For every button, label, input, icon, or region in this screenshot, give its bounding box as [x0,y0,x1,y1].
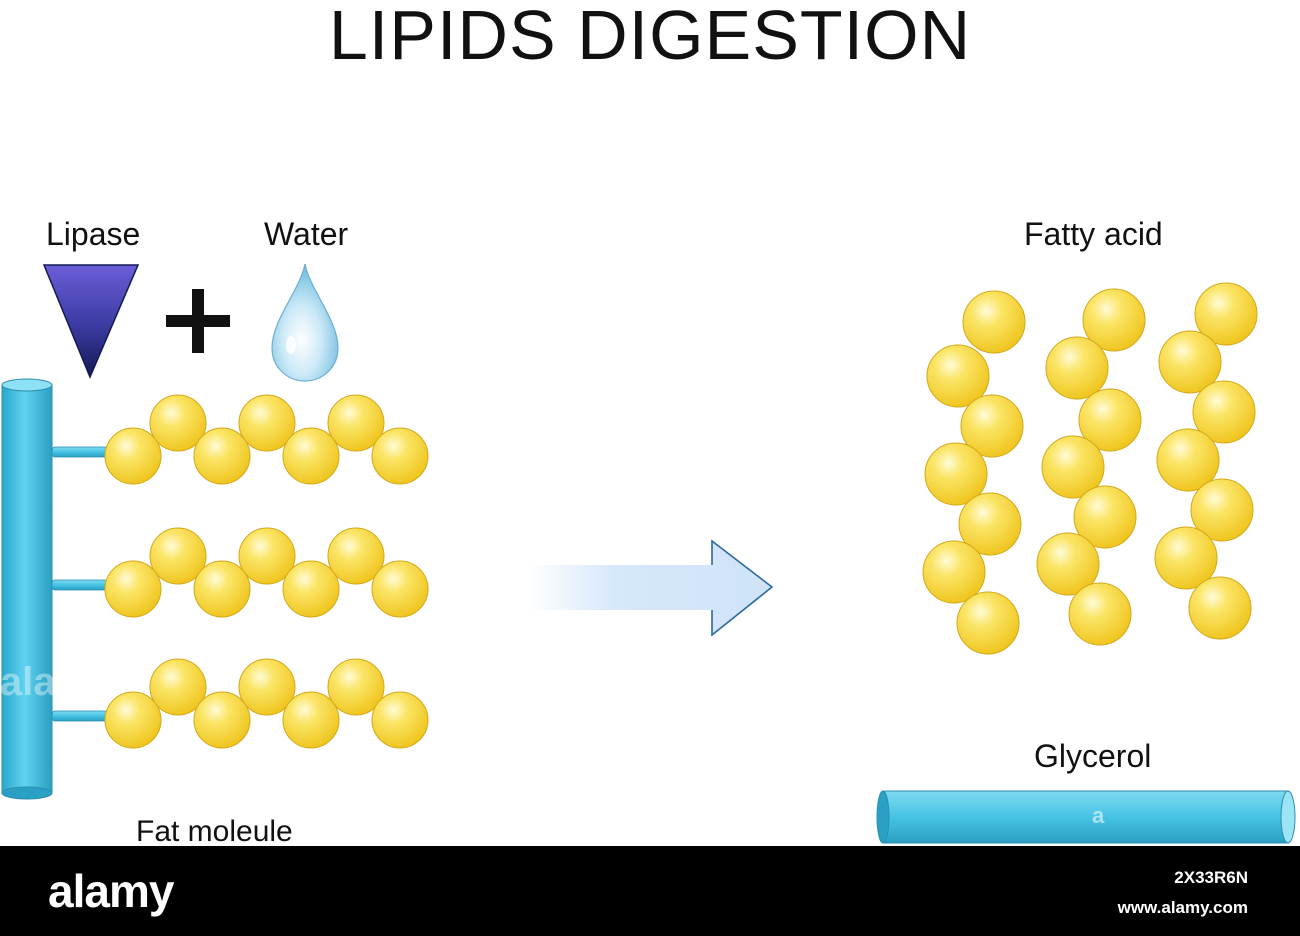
free-fatty-acid-bead [1190,478,1254,542]
image-id: 2X33R6N [1174,868,1248,887]
fat-chain-bead [371,691,429,749]
fat-chain-bead [371,560,429,618]
fat-chain-bead [327,394,385,452]
water-label: Water [264,216,349,252]
free-fatty-acid-bead [1154,526,1218,590]
free-fatty-acid-bead [1156,428,1220,492]
free-fatty-acid-bead [1036,532,1100,596]
stock-footer-bar: alamy 2X33R6N www.alamy.com [0,846,1300,936]
site-url: www.alamy.com [1117,898,1248,917]
glycerol-label: Glycerol [1034,738,1152,774]
free-fatty-acid-bead [926,344,990,408]
fat-chain-bead [327,658,385,716]
glycerol-free [876,790,1296,844]
lipase-enzyme-icon [42,264,140,379]
free-fatty-acid-bead [956,591,1020,655]
free-fatty-acid-bead [958,492,1022,556]
free-fatty-acids [922,282,1258,655]
free-fatty-acid-bead [1045,336,1109,400]
free-fatty-acid-bead [922,540,986,604]
fat-molecule-label: Fat moleule [136,815,293,848]
free-fatty-acid-bead [1082,288,1146,352]
watermark-small: a [1092,803,1105,828]
page-title: LIPIDS DIGESTION [328,0,972,74]
ester-bonds [51,446,109,722]
free-fatty-acid-bead [1073,485,1137,549]
free-fatty-acid-bead [1041,435,1105,499]
watermark-large: alamy [0,660,114,704]
fat-chain-bead [371,427,429,485]
free-fatty-acid-bead [1188,576,1252,640]
plus-icon [166,289,230,353]
fat-chain-bead [149,527,207,585]
glycerol-backbone-vertical [1,378,53,800]
reaction-arrow-icon [528,539,774,637]
lipase-label: Lipase [46,216,141,252]
fat-chain-bead [238,527,296,585]
fat-chain-bead [327,527,385,585]
fat-chain-bead [149,394,207,452]
fat-chain-bead [193,691,251,749]
free-fatty-acid-bead [1194,282,1258,346]
fat-chain-bead [149,658,207,716]
free-fatty-acid-bead [1158,330,1222,394]
fat-chain-bead [238,658,296,716]
water-drop-icon [271,263,339,382]
fat-chain-bead [104,427,162,485]
fat-chain-bead [282,691,340,749]
free-fatty-acid-bead [1078,388,1142,452]
fat-chain-bead [193,560,251,618]
fatty-acid-label: Fatty acid [1024,216,1163,252]
alamy-logo: alamy [48,865,174,917]
diagram-art: a alamy [0,263,1296,844]
free-fatty-acid-bead [962,290,1026,354]
free-fatty-acid-bead [924,442,988,506]
fat-chain-bead [238,394,296,452]
fat-chain-bead [104,560,162,618]
fat-chain-bead [282,427,340,485]
fatty-acid-chains-attached [104,394,429,749]
free-fatty-acid-bead [1192,380,1256,444]
fat-chain-bead [282,560,340,618]
free-fatty-acid-bead [1068,582,1132,646]
free-fatty-acid-bead [960,394,1024,458]
fat-chain-bead [104,691,162,749]
fat-chain-bead [193,427,251,485]
